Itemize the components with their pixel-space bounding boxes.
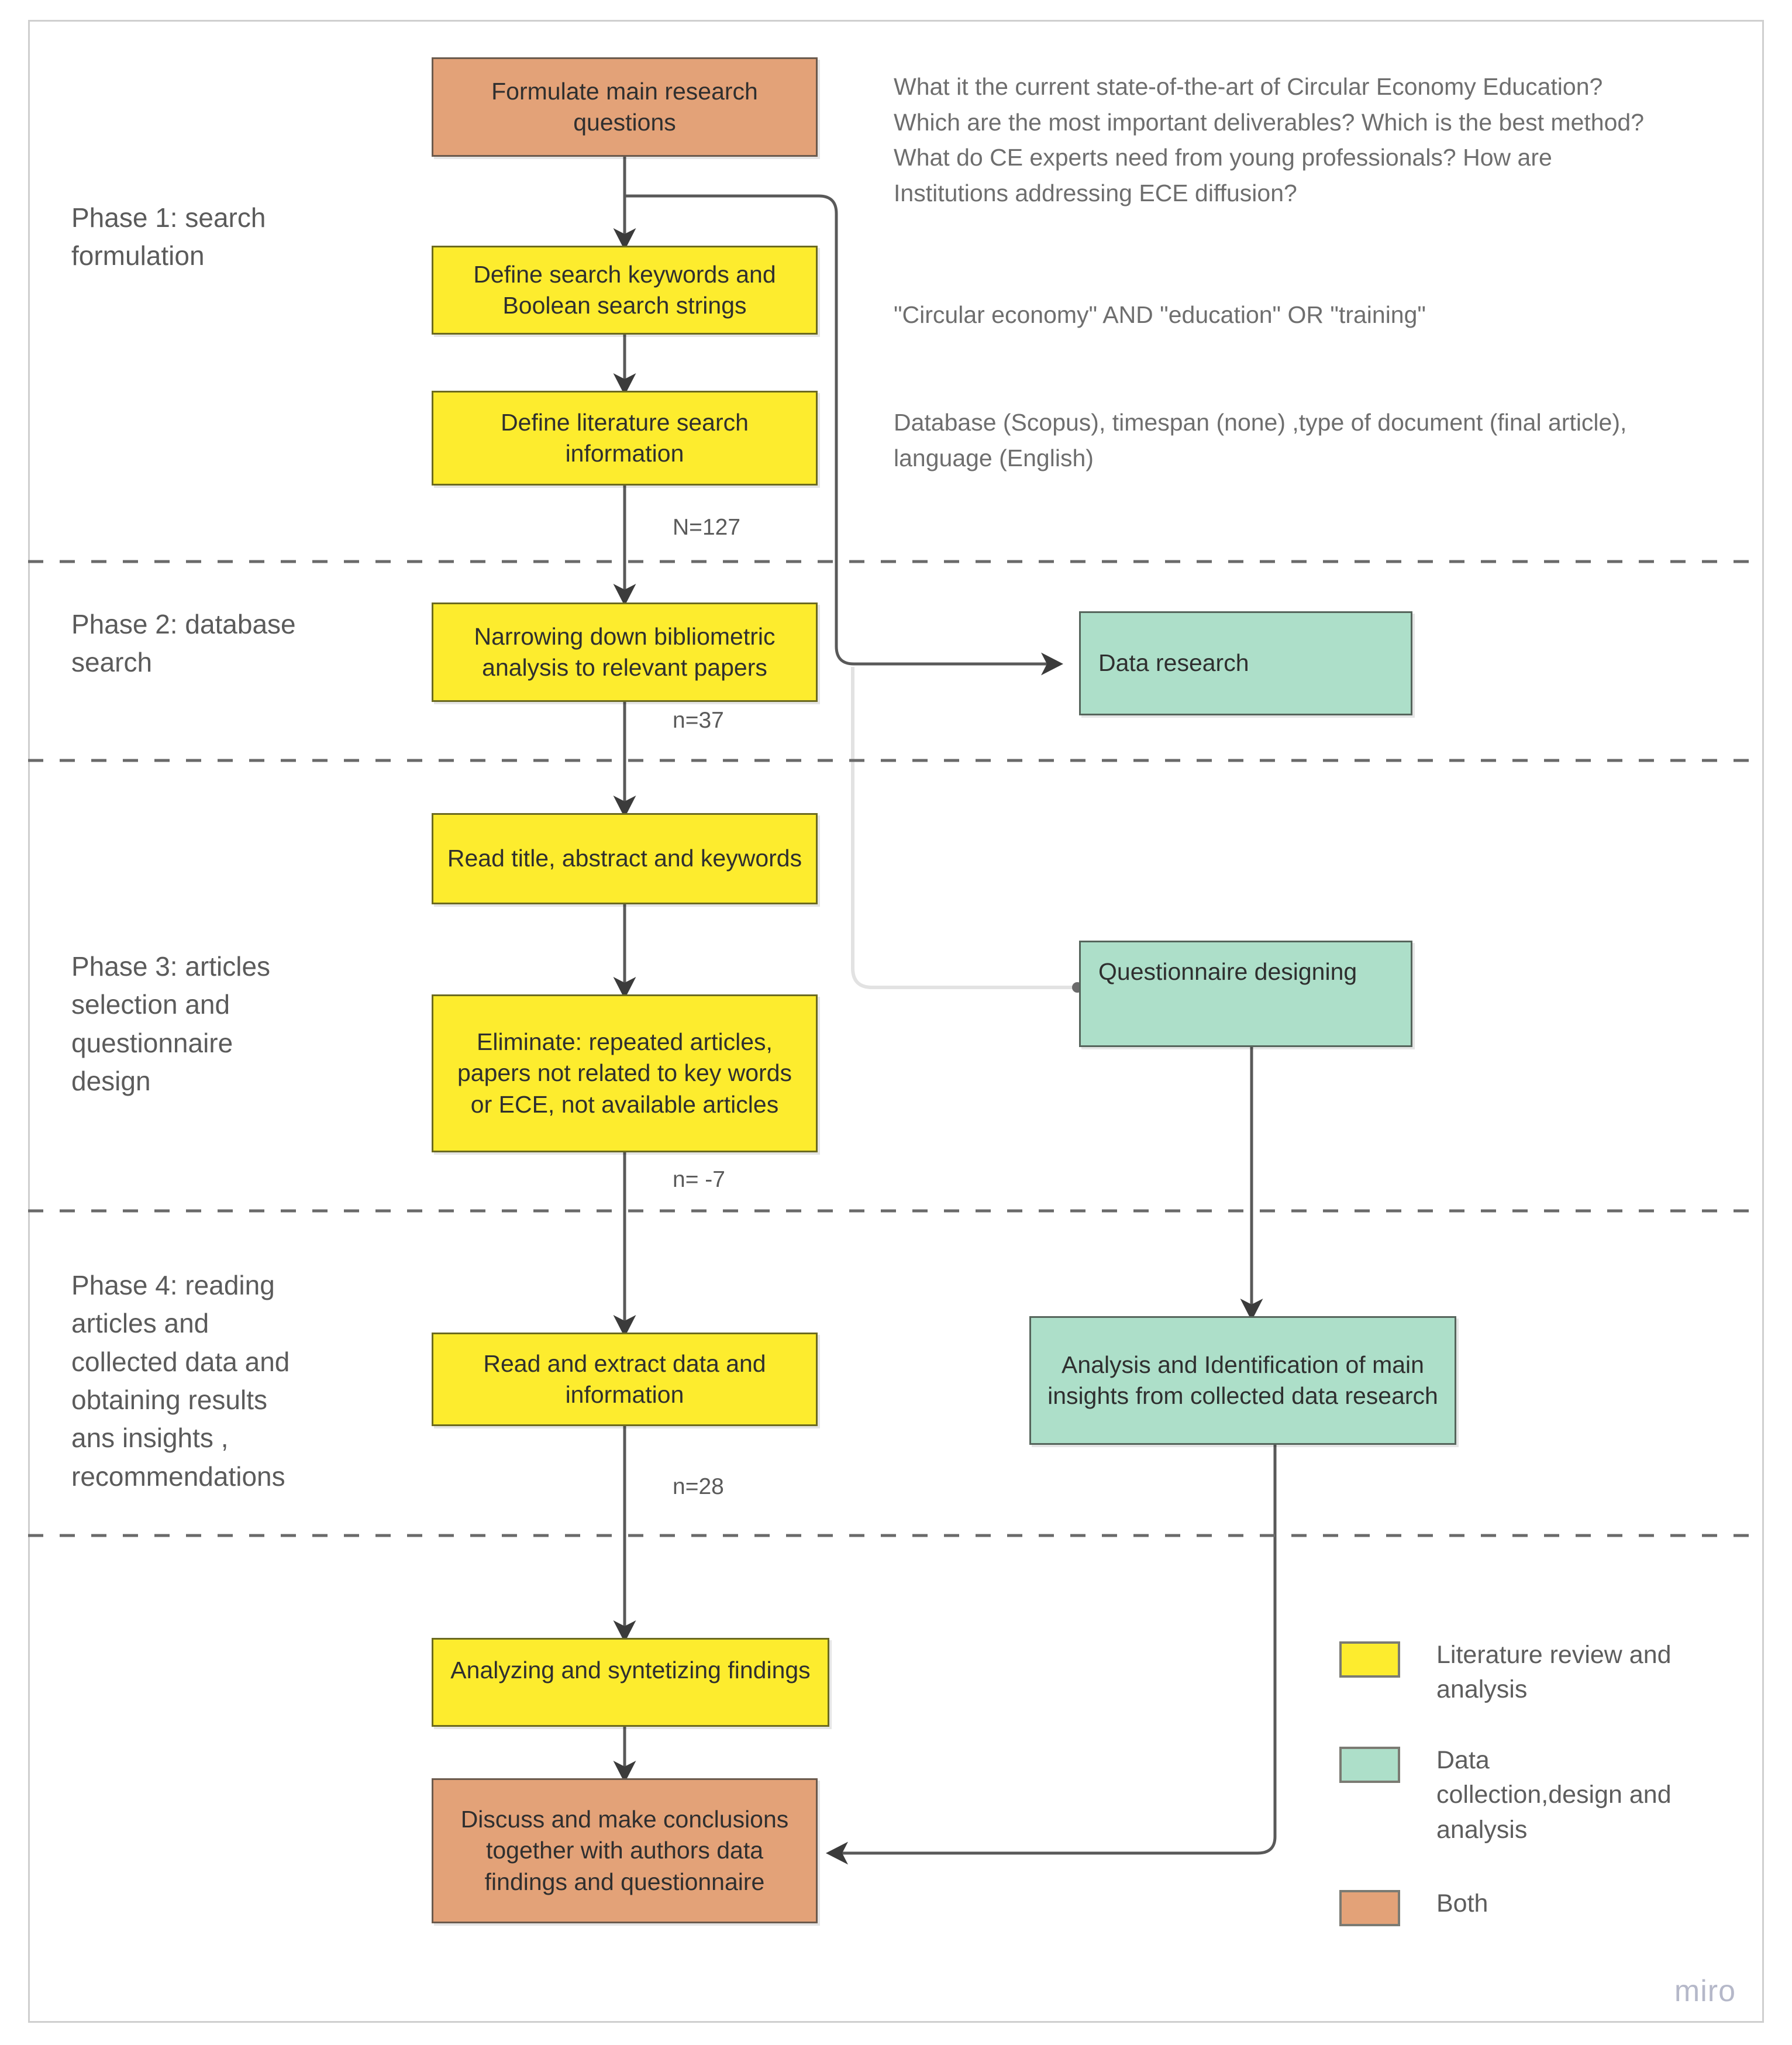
node-discuss-make-conclusions-label: Discuss and make conclusions together wi… — [460, 1806, 789, 1895]
edge-label-n37: n=37 — [673, 708, 724, 733]
legend-swatch-both — [1339, 1890, 1400, 1926]
node-narrowing-bibliometric-analysis[interactable]: Narrowing down bibliometric analysis to … — [432, 603, 818, 702]
edge-label-n-7: n= -7 — [673, 1167, 725, 1192]
node-define-literature-search-information-label: Define literature search information — [501, 408, 749, 467]
node-questionnaire-designing[interactable]: Questionnaire designing — [1079, 941, 1412, 1047]
node-formulate-research-questions[interactable]: Formulate main research questions — [432, 57, 818, 157]
node-formulate-research-questions-label: Formulate main research questions — [491, 77, 758, 136]
node-read-title-abstract-keywords[interactable]: Read title, abstract and keywords — [432, 813, 818, 904]
node-read-and-extract-data-label: Read and extract data and information — [483, 1349, 766, 1408]
node-define-search-keywords[interactable]: Define search keywords and Boolean searc… — [432, 246, 818, 335]
node-discuss-make-conclusions[interactable]: Discuss and make conclusions together wi… — [432, 1778, 818, 1923]
legend-label-data: Data collection,design and analysis — [1436, 1746, 1672, 1844]
note-research-questions: What it the current state-of-the-art of … — [894, 73, 1644, 207]
legend-item-data: Data collection,design and analysis — [1339, 1743, 1682, 1847]
node-narrowing-bibliometric-analysis-label: Narrowing down bibliometric analysis to … — [474, 622, 776, 681]
node-eliminate-articles-label: Eliminate: repeated articles, papers not… — [457, 1028, 792, 1118]
miro-watermark: miro — [1674, 1974, 1736, 2008]
legend-item-literature: Literature review and analysis — [1339, 1638, 1682, 1707]
node-analysis-identification-insights[interactable]: Analysis and Identification of main insi… — [1029, 1316, 1456, 1445]
legend-label-both: Both — [1436, 1889, 1488, 1917]
node-eliminate-articles[interactable]: Eliminate: repeated articles, papers not… — [432, 994, 818, 1152]
node-define-search-keywords-label: Define search keywords and Boolean searc… — [473, 260, 776, 319]
node-data-research[interactable]: Data research — [1079, 611, 1412, 715]
node-analysis-identification-insights-label: Analysis and Identification of main insi… — [1047, 1351, 1438, 1409]
node-questionnaire-designing-label: Questionnaire designing — [1098, 958, 1357, 985]
legend-swatch-data — [1339, 1747, 1400, 1783]
legend-swatch-literature — [1339, 1641, 1400, 1678]
edge-label-n28: n=28 — [673, 1474, 724, 1499]
node-data-research-label: Data research — [1098, 649, 1249, 677]
legend-label-literature: Literature review and analysis — [1436, 1641, 1672, 1704]
node-analyzing-syntetizing-findings[interactable]: Analyzing and syntetizing findings — [432, 1638, 829, 1727]
node-define-literature-search-information[interactable]: Define literature search information — [432, 391, 818, 486]
note-database-params: Database (Scopus), timespan (none) ,type… — [894, 409, 1627, 471]
legend-item-both: Both — [1339, 1886, 1682, 1926]
node-analyzing-syntetizing-findings-label: Analyzing and syntetizing findings — [450, 1657, 811, 1683]
note-search-string: "Circular economy" AND "education" OR "t… — [894, 301, 1426, 328]
node-read-and-extract-data[interactable]: Read and extract data and information — [432, 1333, 818, 1426]
node-read-title-abstract-keywords-label: Read title, abstract and keywords — [447, 845, 802, 872]
edge-label-n127: N=127 — [673, 515, 741, 540]
